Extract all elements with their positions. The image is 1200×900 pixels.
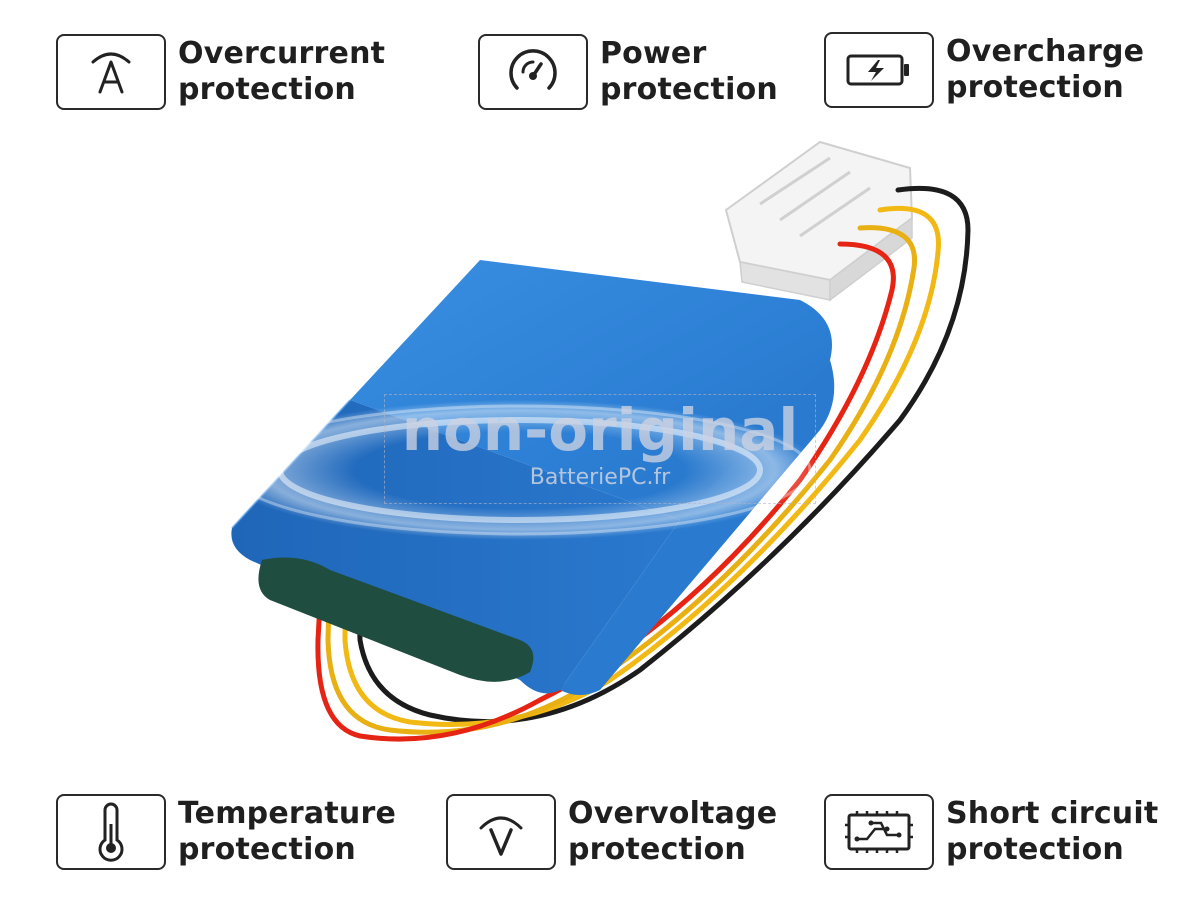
circuit-board-icon <box>824 794 934 870</box>
swirl-effect <box>220 400 820 540</box>
feature-title: Short circuit <box>946 796 1159 831</box>
feature-label: Overvoltage protection <box>568 796 777 868</box>
feature-title: Overcharge <box>946 34 1145 69</box>
battery-charging-icon <box>824 32 934 108</box>
feature-label: Power protection <box>600 36 778 108</box>
feature-label: Overcurrent protection <box>178 36 385 108</box>
voltage-icon <box>446 794 556 870</box>
gauge-icon <box>478 34 588 110</box>
wires <box>315 185 971 742</box>
feature-temperature: Temperature protection <box>56 794 396 870</box>
feature-power: Power protection <box>478 34 778 110</box>
ampere-icon <box>56 34 166 110</box>
feature-overcurrent: Overcurrent protection <box>56 34 385 110</box>
feature-subtitle: protection <box>568 832 746 867</box>
feature-label: Temperature protection <box>178 796 396 868</box>
feature-title: Temperature <box>178 796 396 831</box>
feature-title: Overcurrent <box>178 36 386 71</box>
watermark-sub: BatteriePC.fr <box>529 465 671 490</box>
feature-subtitle: protection <box>946 832 1124 867</box>
battery-pack-image <box>220 140 971 742</box>
feature-label: Overcharge protection <box>946 34 1144 106</box>
watermark: non-original BatteriePC.fr <box>384 394 816 504</box>
feature-label: Short circuit protection <box>946 796 1158 868</box>
feature-overvoltage: Overvoltage protection <box>446 794 777 870</box>
watermark-main: non-original <box>401 396 799 464</box>
feature-overcharge: Overcharge protection <box>824 32 1144 108</box>
feature-subtitle: protection <box>946 70 1124 105</box>
feature-subtitle: protection <box>178 832 356 867</box>
feature-subtitle: protection <box>600 72 778 107</box>
feature-short-circuit: Short circuit protection <box>824 794 1158 870</box>
feature-subtitle: protection <box>178 72 356 107</box>
thermometer-icon <box>56 794 166 870</box>
connector <box>724 140 914 302</box>
feature-title: Power <box>600 36 707 71</box>
feature-title: Overvoltage <box>568 796 778 831</box>
